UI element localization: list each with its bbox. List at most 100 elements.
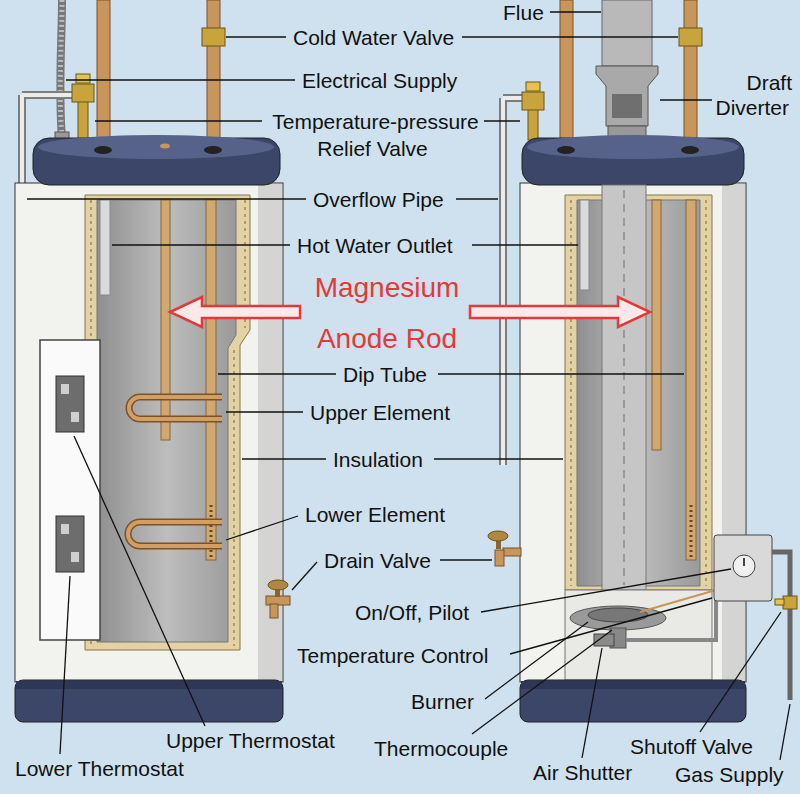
anode-rod: [652, 200, 661, 450]
top-cap-face: [38, 135, 274, 159]
leader-line: [780, 704, 790, 760]
anode-rod: [161, 200, 170, 440]
leader-line: [440, 559, 492, 560]
relief-valve: [522, 92, 544, 110]
leader-line: [66, 79, 295, 80]
tank-body: [15, 183, 283, 682]
copper-pipe: [684, 0, 697, 142]
leader-line: [462, 36, 678, 37]
terminal: [61, 524, 69, 534]
terminal: [71, 412, 79, 422]
label-text: Air Shutter: [530, 761, 635, 784]
part-label: Draft Diverter: [706, 70, 792, 120]
thermocouple: [640, 590, 716, 612]
leader-line: [226, 36, 286, 37]
label-text: Drain Valve: [321, 549, 434, 572]
label-text: Insulation: [330, 448, 426, 471]
gas-heater: [488, 0, 797, 722]
label-text: Shutoff Valve: [627, 735, 756, 758]
leader-line: [485, 622, 588, 699]
label-text: Lower Thermostat: [12, 757, 187, 780]
label-text: Dip Tube: [340, 363, 430, 386]
insulation: [85, 195, 250, 650]
callout-label: Magnesium Anode Rod: [290, 262, 484, 364]
tank-interior: [97, 200, 236, 642]
upper-thermostat: [56, 376, 84, 432]
label-text: Overflow Pipe: [310, 188, 447, 211]
gas-pipe: [772, 552, 790, 700]
pipe-hole: [681, 146, 699, 154]
drain-spout: [270, 604, 278, 618]
leader-line: [472, 244, 578, 245]
leader-line: [226, 411, 303, 412]
part-label: Upper Thermostat: [163, 728, 338, 753]
leader-line: [660, 99, 712, 100]
leader-line: [292, 562, 317, 590]
lower-thermostat: [56, 516, 84, 572]
leader-line: [700, 612, 781, 732]
shutoff-handle: [775, 599, 784, 605]
label-text: Upper Thermostat: [163, 729, 338, 752]
label-text: Temperature Control: [294, 644, 491, 667]
leader-line: [60, 576, 70, 754]
electric-heater: [15, 0, 290, 722]
label-text: Cold Water Valve: [290, 26, 457, 49]
conduit-ribs: [60, 0, 62, 138]
tank-body: [520, 183, 746, 682]
top-cap-face: [527, 135, 739, 159]
pointer-arrow: [470, 297, 650, 327]
leader-line: [456, 198, 498, 199]
insulation-texture: [705, 200, 707, 586]
label-text: Flue: [500, 1, 547, 24]
leader-line: [95, 120, 262, 121]
base-rim: [521, 681, 745, 689]
relief-handle: [76, 74, 90, 83]
base-rim: [16, 681, 282, 689]
label-text: Electrical Supply: [299, 69, 460, 92]
lower-element-core: [128, 522, 222, 546]
leader-line: [242, 458, 326, 459]
leader-line: [484, 120, 520, 121]
pipe-hole: [557, 146, 575, 154]
pipe-hole: [94, 146, 112, 154]
leader-line: [112, 244, 290, 245]
cold-valve: [202, 28, 225, 46]
part-label: Upper Element: [307, 400, 453, 425]
part-label: Cold Water Valve: [290, 25, 457, 50]
hot-outlet: [100, 200, 110, 295]
part-label: Air Shutter: [530, 760, 635, 785]
insulation-texture: [570, 200, 572, 586]
drain-spout: [495, 550, 504, 566]
part-label: Drain Valve: [321, 548, 434, 573]
part-label: Overflow Pipe: [310, 187, 447, 212]
dip-tube: [686, 200, 696, 560]
flue: [602, 0, 652, 66]
leader-line: [226, 516, 298, 540]
dip-tube-holes: [210, 505, 213, 558]
tank-shade: [258, 184, 282, 681]
part-label: Thermocouple: [371, 736, 511, 761]
relief-handle: [526, 82, 540, 91]
tank-shade: [722, 184, 745, 681]
label-text: Upper Element: [307, 401, 453, 424]
part-label: On/Off, Pilot: [352, 600, 472, 625]
gas-control: [714, 535, 772, 601]
dial-pointer: [743, 558, 745, 566]
upper-element: [129, 397, 222, 419]
dip-tube: [206, 200, 216, 560]
part-label: Gas Supply: [672, 762, 787, 787]
leader-line: [481, 569, 731, 612]
conduit: [60, 0, 62, 138]
relief-stem: [78, 100, 88, 140]
label-text: Gas Supply: [672, 763, 787, 786]
label-text: On/Off, Pilot: [352, 601, 472, 624]
leader-line: [550, 11, 601, 12]
leader-line: [472, 630, 612, 734]
leader-lines: [27, 12, 790, 760]
burner-ring: [588, 608, 648, 622]
part-label: Electrical Supply: [299, 68, 460, 93]
label-text: Hot Water Outlet: [294, 234, 456, 257]
label-text: Lower Element: [302, 503, 448, 526]
cold-valve: [679, 28, 702, 46]
